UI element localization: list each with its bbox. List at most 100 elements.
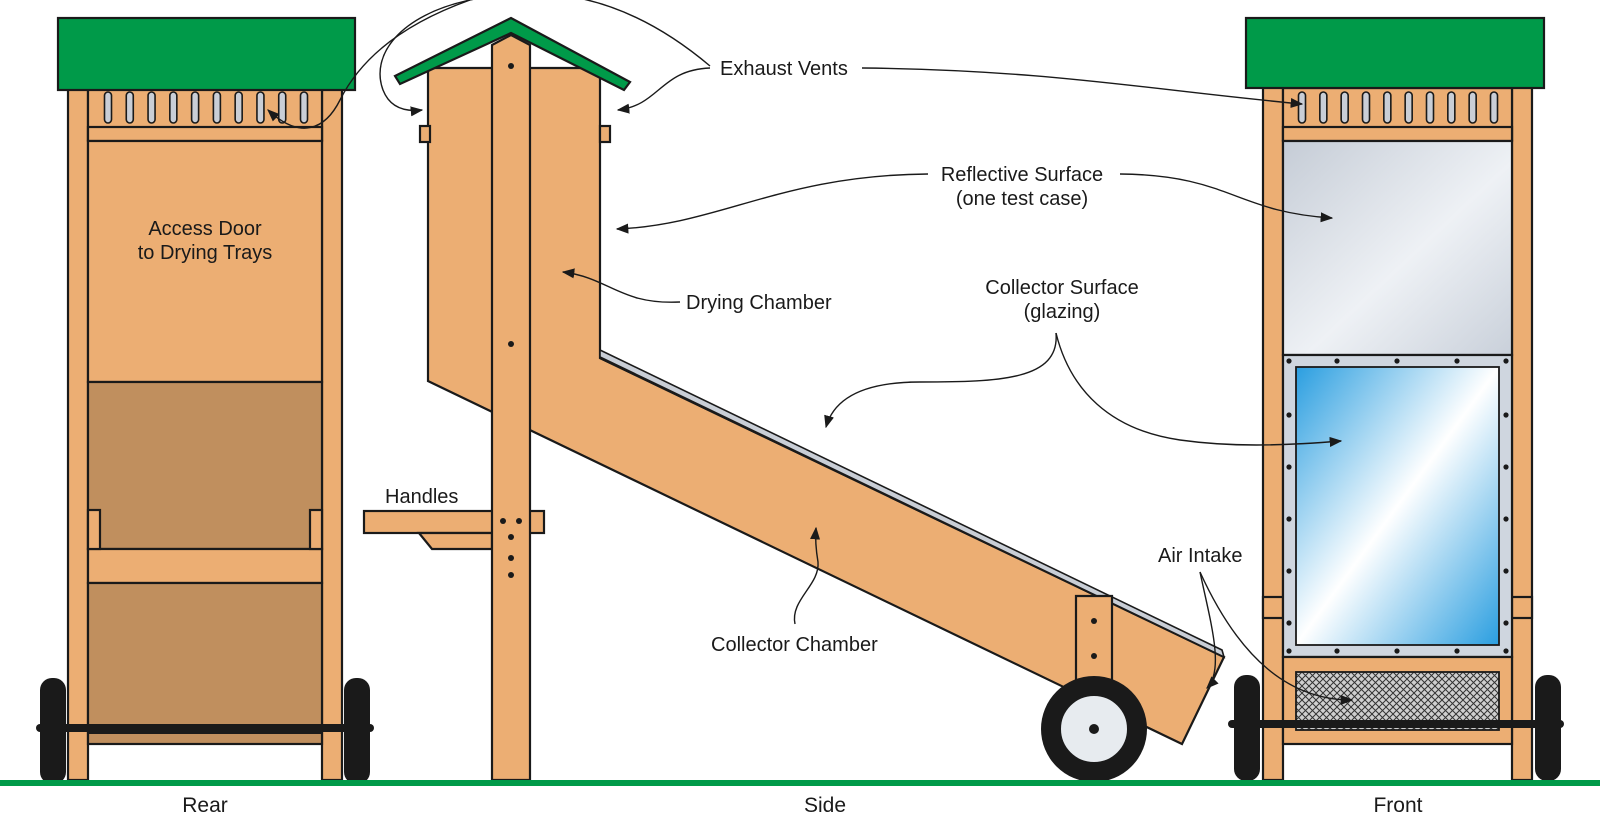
- front-right-post: [1510, 78, 1534, 782]
- vent-slot: [125, 91, 135, 124]
- vent-slot: [299, 91, 309, 124]
- side-roof: [393, 16, 632, 92]
- rear-view-label: Rear: [182, 794, 228, 817]
- rear-axle: [36, 724, 374, 732]
- reflective-surface-arrow-front: [1119, 173, 1334, 223]
- front-left-post: [1261, 78, 1285, 782]
- vent-slot: [1468, 91, 1477, 124]
- vent-slot: [1340, 91, 1349, 124]
- vent-slot: [1361, 91, 1371, 124]
- frame-bolt: [1286, 648, 1292, 654]
- collector-chamber-arrow: [793, 526, 821, 625]
- front-right-block: [1510, 595, 1534, 620]
- vent-slot: [1383, 91, 1392, 124]
- front-left-block: [1261, 595, 1285, 620]
- air-intake-arrow-side: [1199, 571, 1219, 689]
- reflective-surface-label-line2: (one test case): [956, 188, 1088, 210]
- frame-bolt: [1286, 464, 1292, 470]
- frame-bolt: [1286, 412, 1292, 418]
- frame-bolt: [1503, 516, 1509, 522]
- front-vent-rail: [1281, 125, 1514, 143]
- rear-left-wheel: [40, 678, 66, 784]
- collector-glazing-side: [599, 348, 1226, 659]
- frame-bolt: [1334, 648, 1340, 654]
- reflective-surface-label-line1: Reflective Surface: [941, 164, 1103, 186]
- frame-bolt: [1503, 620, 1509, 626]
- vent-slot: [277, 91, 287, 124]
- drying-chamber-arrow: [561, 268, 681, 303]
- frame-bolt: [1503, 464, 1509, 470]
- collector-glazing-front: [1295, 366, 1500, 646]
- vent-slot: [1447, 91, 1456, 124]
- side-center-post: [490, 33, 532, 782]
- drying-chamber-label: Drying Chamber: [686, 292, 832, 314]
- frame-bolt: [1454, 358, 1460, 364]
- exhaust-vents-arrow-side-right: [616, 67, 711, 114]
- rear-left-bracket: [86, 508, 102, 551]
- side-right-tab: [598, 124, 612, 144]
- frame-bolt: [1286, 516, 1292, 522]
- rear-lower-panel-upper: [86, 380, 324, 551]
- frame-bolt: [1286, 568, 1292, 574]
- frame-bolt: [1503, 358, 1509, 364]
- frame-bolt: [1286, 620, 1292, 626]
- rear-exhaust-vent-slots: [103, 91, 309, 124]
- reflective-surface-arrow-side: [615, 173, 929, 234]
- collector-surface-label-line2: (glazing): [1024, 301, 1101, 323]
- side-post-bolts: [500, 63, 522, 578]
- frame-bolt: [1394, 358, 1400, 364]
- frame-bolt: [1503, 648, 1509, 654]
- leader-arrows: [267, 0, 1354, 706]
- collector-surface-arrow-front: [1055, 332, 1343, 447]
- frame-bolt: [1286, 358, 1292, 364]
- access-door-label-line1: Access Door: [148, 218, 262, 240]
- collector-surface-arrow-side: [824, 332, 1057, 429]
- frame-bolt: [1394, 648, 1400, 654]
- rear-vent-rail: [86, 125, 324, 143]
- exhaust-vents-arrow-rear: [267, 0, 471, 129]
- exhaust-vents-arrow-front: [861, 67, 1304, 108]
- front-left-wheel: [1234, 675, 1260, 781]
- vent-slot: [1489, 91, 1499, 124]
- front-exhaust-vent-slots: [1297, 91, 1499, 124]
- frame-bolt: [1334, 358, 1340, 364]
- vent-slot: [103, 91, 113, 124]
- frame-bolt: [1503, 568, 1509, 574]
- vent-slot: [1404, 91, 1413, 124]
- rear-right-post: [320, 78, 344, 782]
- vent-slot: [1297, 91, 1307, 124]
- front-view: [1228, 16, 1564, 782]
- front-axle: [1228, 720, 1564, 728]
- collector-surface-label-line1: Collector Surface: [985, 277, 1138, 299]
- vent-slot: [234, 91, 243, 124]
- side-view-label: Side: [804, 794, 846, 817]
- rear-view: Access Door to Drying Trays: [36, 16, 374, 784]
- vent-slot: [1319, 91, 1328, 124]
- rear-crossbar: [86, 547, 324, 585]
- side-wheel: [1041, 676, 1147, 782]
- air-intake-label: Air Intake: [1158, 545, 1242, 567]
- rear-left-post: [66, 78, 90, 782]
- vent-slot: [1425, 91, 1435, 124]
- collector-chamber-label: Collector Chamber: [711, 634, 878, 656]
- reflective-surface-panel: [1281, 139, 1514, 357]
- exhaust-vents-arrow-side-left: [379, 0, 711, 117]
- front-roof: [1244, 16, 1546, 90]
- handles-label: Handles: [385, 486, 458, 508]
- access-door-panel: [86, 139, 324, 384]
- rear-lower-panel-lower: [86, 581, 324, 746]
- access-door-label-line2: to Drying Trays: [138, 242, 272, 264]
- vent-slot: [212, 91, 222, 124]
- vent-slot: [147, 91, 156, 124]
- exhaust-vents-label: Exhaust Vents: [720, 58, 848, 80]
- frame-bolt: [1503, 412, 1509, 418]
- side-view: [362, 16, 1226, 782]
- front-view-label: Front: [1373, 794, 1422, 817]
- rear-right-wheel: [344, 678, 370, 784]
- vent-slot: [190, 91, 200, 124]
- rear-right-bracket: [308, 508, 324, 551]
- handle-grip: [416, 531, 494, 551]
- ground-line: [0, 780, 1600, 786]
- side-left-tab: [418, 124, 432, 144]
